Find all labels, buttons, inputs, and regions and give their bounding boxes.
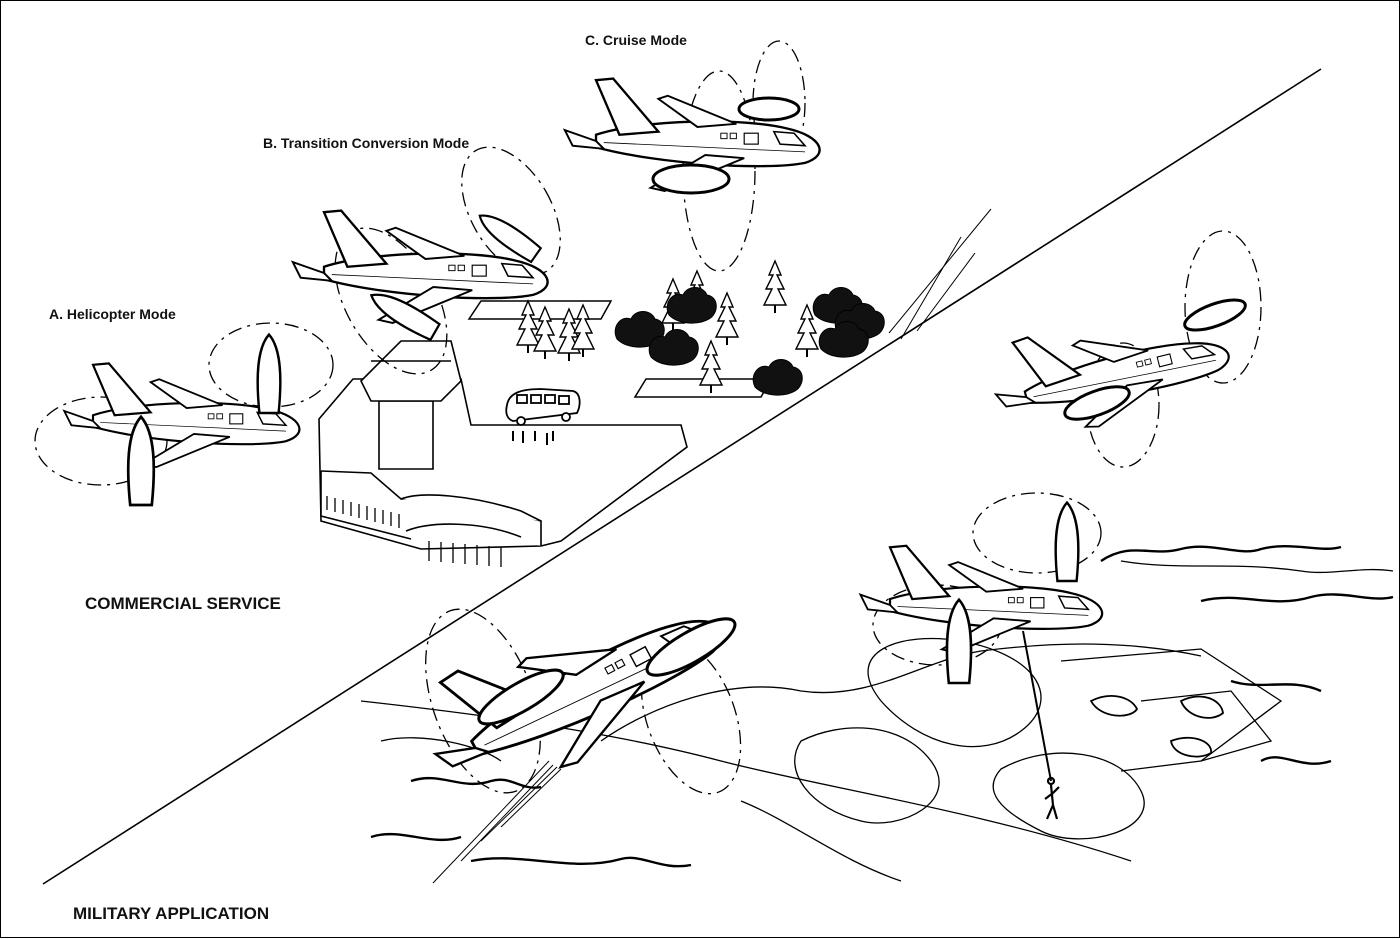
aircraft-military-rescue [859,492,1104,820]
label-helicopter-mode: A. Helicopter Mode [49,306,176,322]
section-divider-line [42,68,1322,885]
terrain [360,560,1394,882]
aircraft-military-gunship [404,551,746,884]
passengers [512,431,554,445]
aircraft-helicopter-mode [34,322,334,507]
label-transition-mode: B. Transition Conversion Mode [263,135,470,151]
label-cruise-mode: C. Cruise Mode [585,32,687,48]
label-commercial-service: COMMERCIAL SERVICE [85,594,281,613]
aircraft-transition-mode [291,146,561,375]
airport-terminal [318,340,688,567]
label-military-application: MILITARY APPLICATION [73,904,270,923]
bus [505,388,581,426]
aircraft-cruise-mode [563,40,821,272]
aircraft-military-cruise [983,230,1262,468]
lakes [1089,695,1224,758]
speed-lines [888,208,992,340]
coastline [370,544,1394,868]
